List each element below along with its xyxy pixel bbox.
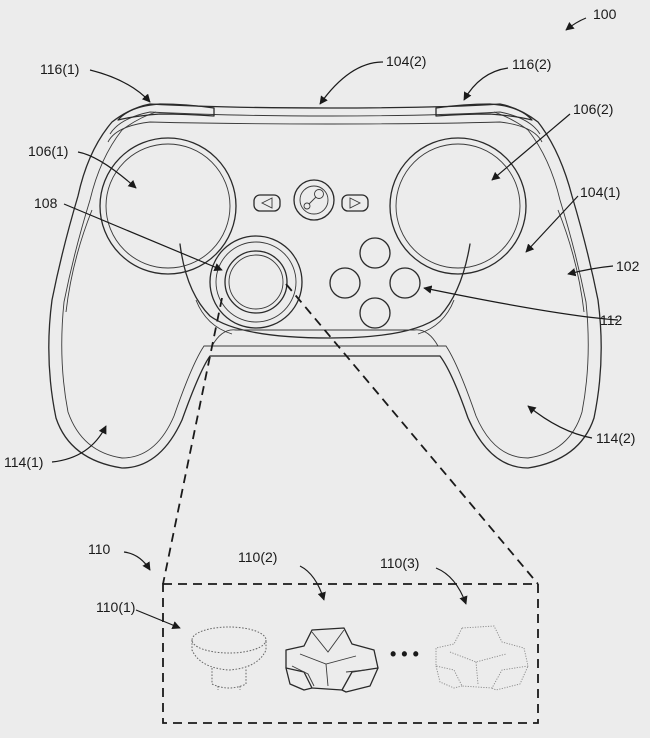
label-102: 102 [616,258,640,274]
back-button [253,194,281,212]
dpad-icon [285,627,379,693]
joystick [209,235,303,329]
zoom-callout [162,283,539,724]
label-108: 108 [34,195,58,211]
steam-button [293,179,335,221]
leader-lines [51,17,619,630]
label-114-1: 114(1) [4,454,43,470]
label-110-1: 110(1) [96,599,135,615]
face-buttons [329,237,421,329]
separator-dots: • • • [390,644,419,664]
cross-control-icon [435,625,529,691]
label-106-2: 106(2) [573,101,613,117]
reference-labels: 100 102 104(1) 104(2) 106(1) 106(2) 108 … [4,6,640,615]
controller-body [48,103,602,469]
label-112: 112 [600,312,623,328]
label-110: 110 [88,541,111,557]
label-104-2: 104(2) [386,53,426,69]
thumbstick-cap-icon [191,626,267,690]
label-100: 100 [593,6,617,22]
label-110-2: 110(2) [238,549,277,565]
right-trackpad [389,137,527,275]
label-114-2: 114(2) [596,430,635,446]
left-trackpad [99,137,237,275]
start-button [341,194,369,212]
label-110-3: 110(3) [380,555,419,571]
label-104-1: 104(1) [580,184,620,200]
label-106-1: 106(1) [28,143,68,159]
label-116-1: 116(1) [40,61,79,77]
label-116-2: 116(2) [512,56,551,72]
